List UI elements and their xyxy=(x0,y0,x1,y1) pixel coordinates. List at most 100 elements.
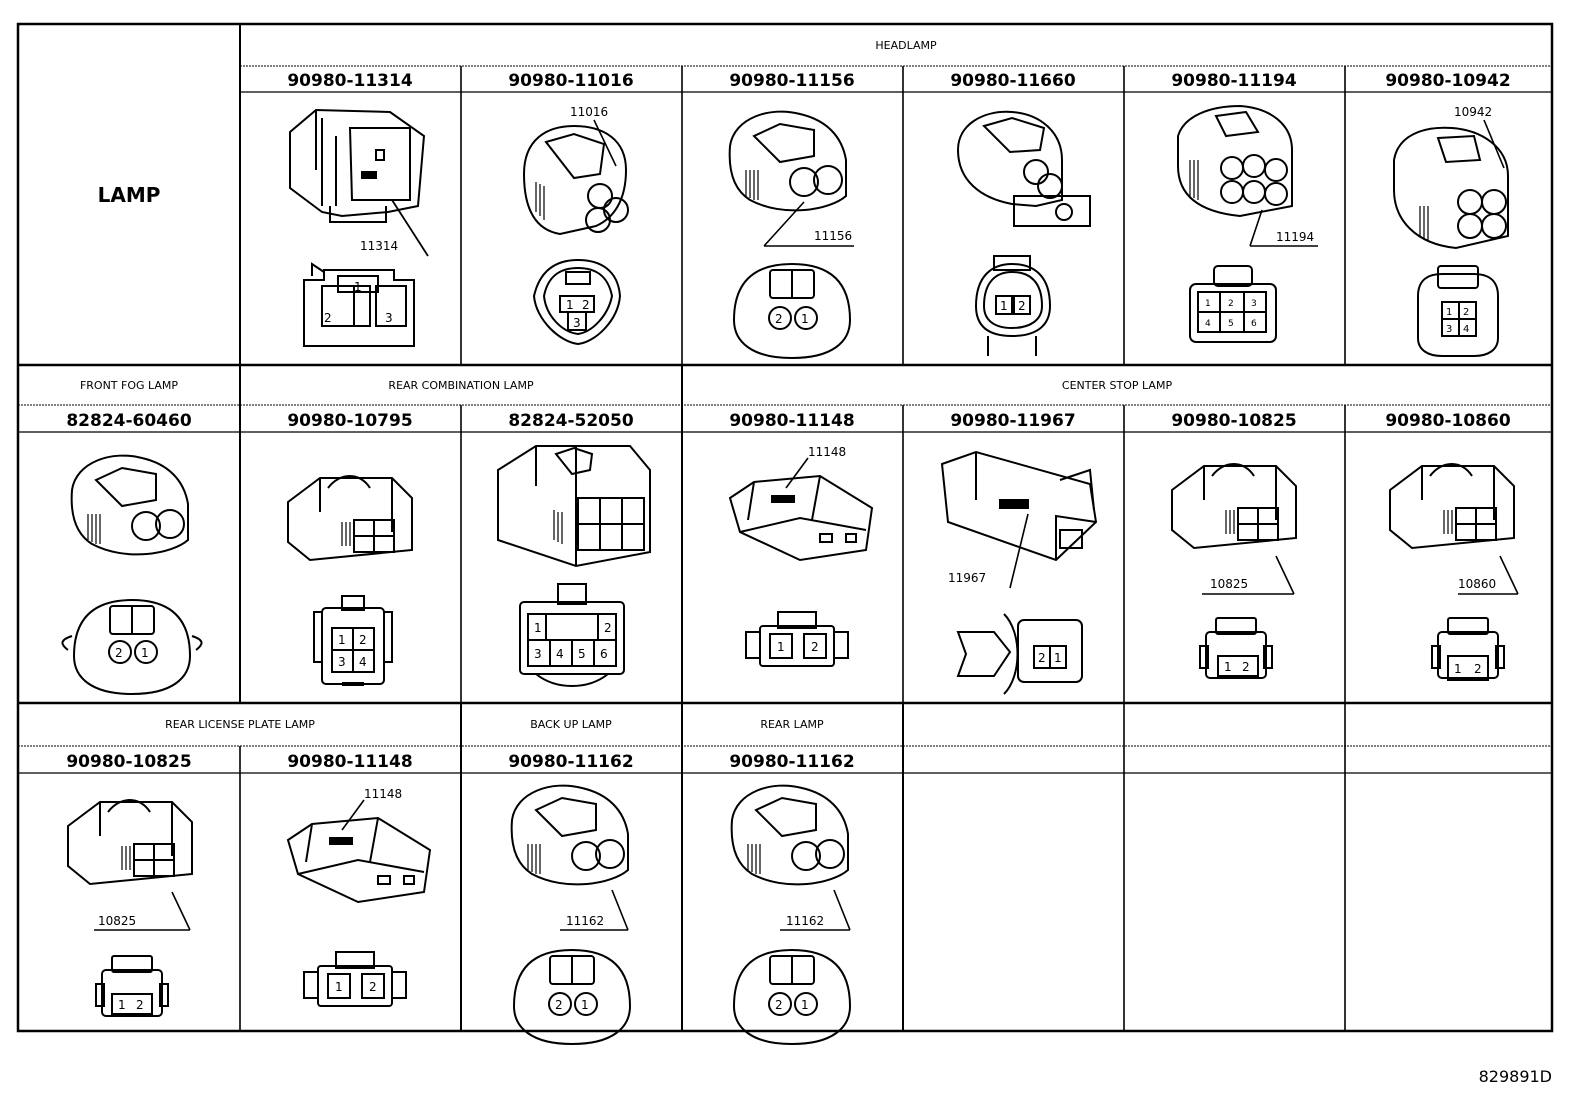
part-tag: 11162 xyxy=(566,914,604,928)
part-tag: 11156 xyxy=(814,229,852,243)
connector-2pin-box-drawing xyxy=(67,799,193,885)
connector-2pin-round-face xyxy=(733,263,851,359)
part-tag: 10825 xyxy=(98,914,136,928)
pin-number: 2 xyxy=(555,998,563,1012)
part-number: 82824-60460 xyxy=(66,411,192,431)
group-rear-license-plate-lamp: REAR LICENSE PLATE LAMP xyxy=(165,718,315,731)
pin-number: 2 xyxy=(604,621,612,635)
connector-6pin-wide-drawing xyxy=(497,445,651,568)
part-tag: 10860 xyxy=(1458,577,1496,591)
pin-number: 5 xyxy=(1228,319,1234,329)
part-numbers: 90980-11314 90980-11016 90980-11156 9098… xyxy=(66,71,1511,772)
leader-line xyxy=(1009,513,1029,589)
pin-number: 4 xyxy=(1205,319,1211,329)
pin-number: 1 xyxy=(581,998,589,1012)
connector-6pin-face xyxy=(1189,265,1277,343)
group-front-fog-lamp: FRONT FOG LAMP xyxy=(80,379,178,392)
connector-2pin-fog-drawing xyxy=(70,454,190,556)
connector-6pin-wide-face xyxy=(519,583,625,687)
connector-3pin-triangular-drawing xyxy=(522,124,629,236)
pin-number: 3 xyxy=(338,655,346,669)
pin-number: 1 xyxy=(335,980,343,994)
part-number: 90980-11148 xyxy=(729,411,854,431)
lamp-row-label: LAMP xyxy=(98,183,161,207)
leader-line xyxy=(833,889,851,931)
connector-2pin-fog-face xyxy=(73,599,191,695)
part-number: 90980-10825 xyxy=(1171,411,1296,431)
part-number: 90980-11016 xyxy=(508,71,633,91)
connector-2pin-flat-face xyxy=(745,611,849,667)
connector-6pin-drawing xyxy=(1177,104,1293,218)
pin-number: 1 xyxy=(566,298,574,312)
group-back-up-lamp: BACK UP LAMP xyxy=(530,718,612,731)
pin-number: 3 xyxy=(1446,324,1452,335)
pin-number: 2 xyxy=(775,998,783,1012)
part-number: 90980-11148 xyxy=(287,752,412,772)
pin-number: 1 xyxy=(777,640,785,654)
pin-number: 2 xyxy=(324,311,332,325)
pin-number: 2 xyxy=(369,980,377,994)
group-center-stop-lamp: CENTER STOP LAMP xyxy=(1062,379,1173,392)
pin-number: 5 xyxy=(578,647,586,661)
connector-4pin-grid-drawing xyxy=(287,475,413,561)
pin-number: 3 xyxy=(1251,299,1257,309)
pin-number: 1 xyxy=(1454,662,1462,676)
leader-line xyxy=(171,891,191,931)
pin-number: 1 xyxy=(534,621,542,635)
connector-2pin-latch-drawing xyxy=(940,450,1098,562)
leader-line xyxy=(1249,209,1263,247)
connector-2pin-box-drawing xyxy=(1171,463,1297,549)
connector-2pin-round-drawing xyxy=(730,784,849,886)
pin-numbers: 1 2 3 4 xyxy=(1446,307,1469,335)
connector-4pin-grid-face xyxy=(313,595,393,686)
connector-2pin-latch-face xyxy=(956,613,1083,695)
leader-line xyxy=(763,201,805,247)
group-rear-combination-lamp: REAR COMBINATION LAMP xyxy=(388,379,534,392)
part-tag: 10942 xyxy=(1454,105,1492,119)
part-number: 90980-11156 xyxy=(729,71,854,91)
part-number: 90980-11967 xyxy=(950,411,1075,431)
pin-number: 3 xyxy=(385,311,393,325)
part-number: 90980-10795 xyxy=(287,411,412,431)
part-number: 90980-11314 xyxy=(287,71,413,91)
connector-2pin-round-drawing xyxy=(728,110,847,212)
leader-line xyxy=(391,199,429,257)
group-rear-lamp: REAR LAMP xyxy=(760,718,824,731)
connector-2pin-oval-face xyxy=(974,255,1052,356)
pin-number: 3 xyxy=(573,316,581,330)
leader-line xyxy=(611,889,629,931)
part-number: 82824-52050 xyxy=(508,411,634,431)
part-number: 90980-10942 xyxy=(1385,71,1510,91)
pin-number: 1 xyxy=(118,998,126,1012)
connector-2pin-flat-drawing xyxy=(728,474,874,562)
pin-number: 2 xyxy=(582,298,590,312)
leader-line xyxy=(341,799,365,831)
pin-numbers: 1 2 3 4 5 6 xyxy=(1205,299,1257,329)
leader-line xyxy=(1275,555,1295,595)
pin-number: 1 xyxy=(141,646,149,660)
pin-number: 1 xyxy=(801,312,809,326)
leader-line xyxy=(593,119,617,167)
pin-number: 2 xyxy=(115,646,123,660)
pin-number: 2 xyxy=(811,640,819,654)
pin-number: 6 xyxy=(600,647,608,661)
pin-number: 2 xyxy=(1038,651,1046,665)
figure-id: 829891D xyxy=(1479,1067,1552,1086)
leader-line xyxy=(1483,119,1505,169)
part-tag: 11016 xyxy=(570,105,608,119)
part-tag: 11967 xyxy=(948,571,986,585)
connector-4pin-drawing xyxy=(1393,126,1509,250)
part-number: 90980-11162 xyxy=(729,752,854,772)
pin-number: 1 xyxy=(1000,299,1008,313)
part-number: 90980-11162 xyxy=(508,752,633,772)
connector-2pin-box-drawing xyxy=(1389,463,1515,549)
part-tag: 11314 xyxy=(360,239,398,253)
connector-3pin-square-drawing xyxy=(289,108,426,223)
part-number: 90980-10825 xyxy=(66,752,191,772)
pin-number: 1 xyxy=(1205,299,1211,309)
pin-number: 1 xyxy=(1054,651,1062,665)
part-tag: 11148 xyxy=(364,787,402,801)
pin-number: 1 xyxy=(1446,307,1452,318)
connector-2pin-box-face xyxy=(95,955,169,1017)
